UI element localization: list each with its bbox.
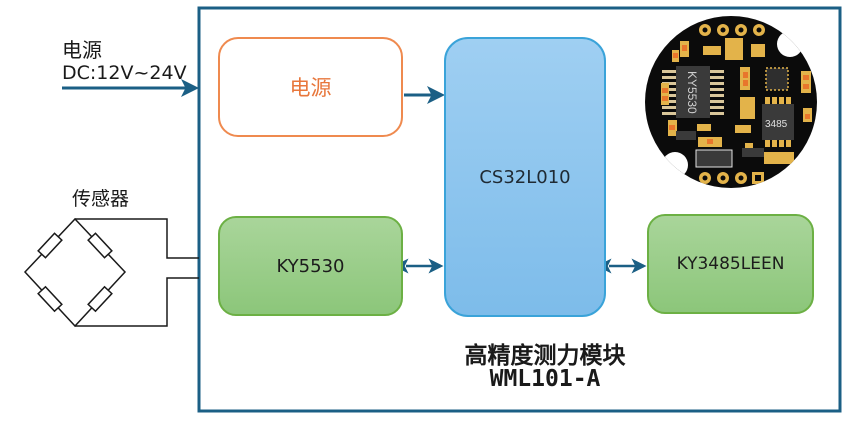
transceiver-block-label: KY3485LEEN xyxy=(676,254,785,274)
sensor-wire-bottom xyxy=(75,277,199,327)
adc-block: KY5530 xyxy=(218,216,403,316)
mcu-block-label: CS32L010 xyxy=(479,166,571,188)
transceiver-block: KY3485LEEN xyxy=(647,214,814,314)
pcb-chip-label-ky5530: KY5530 xyxy=(685,71,699,114)
power-input-label: 电源 xyxy=(62,38,102,62)
sensor-wire-top xyxy=(75,218,199,259)
power-block: 电源 xyxy=(218,37,403,137)
pcb-chip-label-3485: 3485 xyxy=(765,119,788,130)
power-block-label: 电源 xyxy=(289,76,332,100)
adc-block-label: KY5530 xyxy=(276,255,345,277)
module-border xyxy=(197,6,842,413)
sensor-label: 传感器 xyxy=(72,188,130,210)
power-input-spec: DC:12V~24V xyxy=(62,62,187,84)
mcu-block: CS32L010 xyxy=(444,37,606,317)
sensor-bridge-icon xyxy=(23,217,199,328)
module-title: 高精度测力模块 xyxy=(464,343,626,369)
pcb-photo: KY5530 3485 xyxy=(645,16,817,188)
module-model: WML101-A xyxy=(489,366,601,392)
